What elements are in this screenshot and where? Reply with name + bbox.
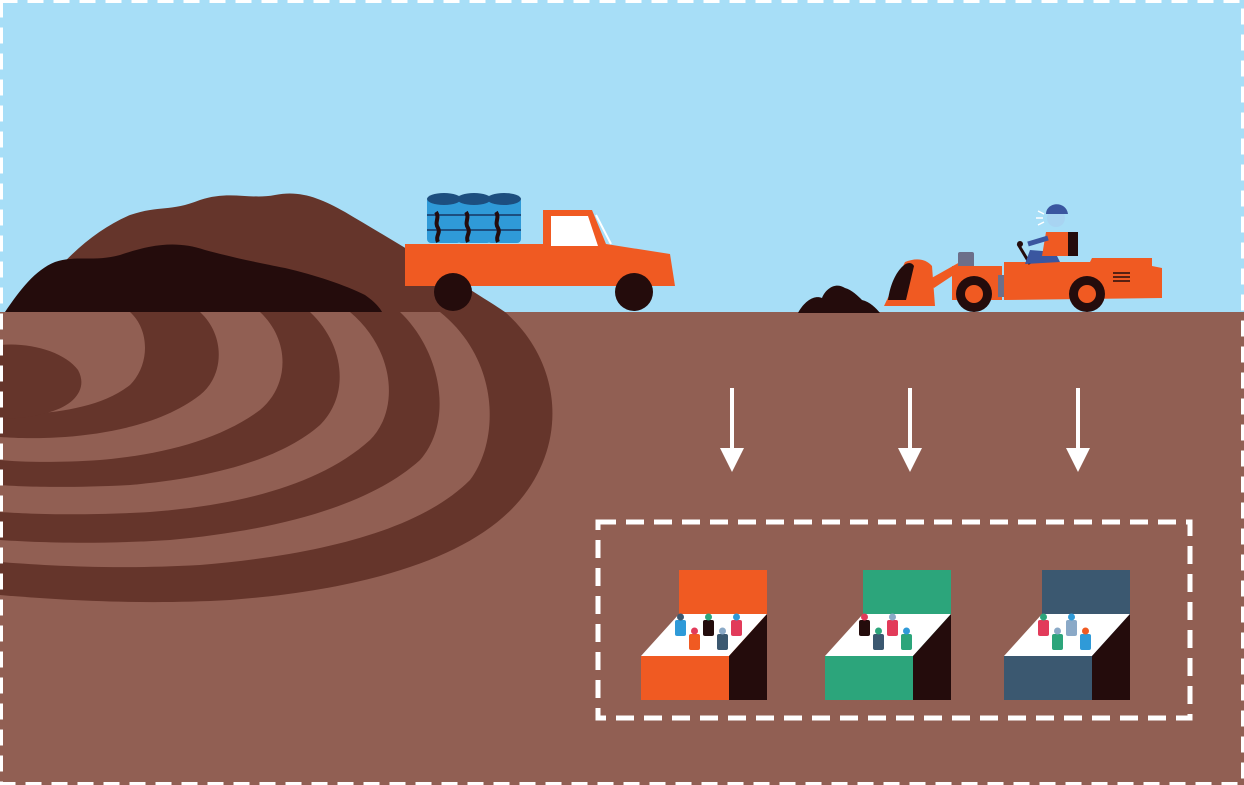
operator-vest bbox=[1042, 232, 1068, 256]
hazard-drip bbox=[436, 212, 439, 242]
bin-front bbox=[641, 656, 729, 700]
steering-wheel bbox=[1017, 241, 1023, 247]
barrel-lid bbox=[427, 193, 461, 205]
bin-front bbox=[1004, 656, 1092, 700]
loader-hydraulic bbox=[958, 252, 974, 268]
loader-seat-back bbox=[1068, 232, 1078, 256]
barrel-stack bbox=[427, 193, 521, 243]
truck-wheel-front bbox=[615, 273, 653, 311]
truck-wheel-rear bbox=[434, 273, 472, 311]
truck-bed bbox=[405, 244, 545, 286]
loader-hub-front bbox=[965, 285, 983, 303]
hazard-drip bbox=[466, 212, 469, 242]
waste-bins bbox=[641, 570, 1130, 700]
loader-hub-rear bbox=[1078, 285, 1096, 303]
barrel-lid bbox=[457, 193, 491, 205]
hazard-drip bbox=[496, 212, 499, 242]
barrel-lid bbox=[487, 193, 521, 205]
bin-front bbox=[825, 656, 913, 700]
